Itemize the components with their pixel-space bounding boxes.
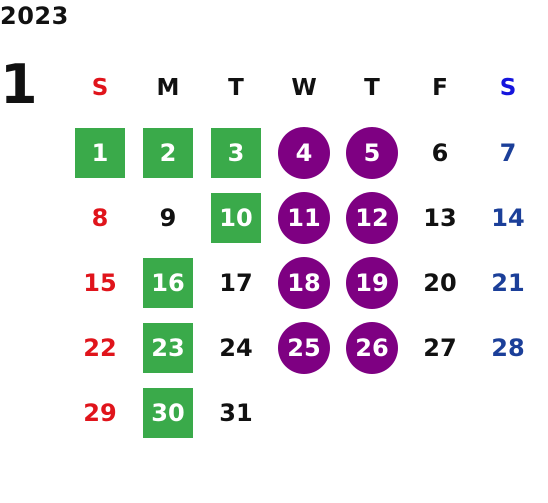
day-number: 1 <box>91 138 109 167</box>
day-number: 6 <box>431 138 449 167</box>
day-number: 24 <box>219 333 253 362</box>
day-cell <box>270 380 338 445</box>
day-number: 31 <box>219 398 253 427</box>
day-marker <box>143 127 193 178</box>
day-marker <box>143 387 193 438</box>
calendar-grid: S M T W T F S 1 2 3 4 5 6 7 8 9 10 11 12… <box>66 55 542 445</box>
day-cell <box>406 380 474 445</box>
weekday-header-tuesday: T <box>228 74 244 101</box>
day-cell[interactable]: 11 <box>270 185 338 250</box>
day-cell[interactable]: 22 <box>66 315 134 380</box>
day-cell[interactable]: 14 <box>474 185 542 250</box>
day-number: 15 <box>83 268 117 297</box>
day-cell[interactable]: 23 <box>134 315 202 380</box>
day-cell[interactable]: 31 <box>202 380 270 445</box>
day-marker <box>415 388 465 438</box>
day-number: 3 <box>227 138 245 167</box>
weekday-header-saturday: S <box>499 74 517 101</box>
day-number: 2 <box>159 138 177 167</box>
day-marker <box>211 127 261 178</box>
day-number: 30 <box>151 398 185 427</box>
day-number: 12 <box>355 203 389 232</box>
day-number: 29 <box>83 398 117 427</box>
day-cell <box>338 380 406 445</box>
day-number: 21 <box>491 268 525 297</box>
day-marker <box>143 257 193 308</box>
day-marker <box>278 321 330 374</box>
day-cell <box>474 380 542 445</box>
day-number: 13 <box>423 203 457 232</box>
day-number: 28 <box>491 333 525 362</box>
day-cell[interactable]: 20 <box>406 250 474 315</box>
day-number: 23 <box>151 333 185 362</box>
day-cell[interactable]: 24 <box>202 315 270 380</box>
day-cell[interactable]: 27 <box>406 315 474 380</box>
day-cell[interactable]: 29 <box>66 380 134 445</box>
day-cell[interactable]: 1 <box>66 120 134 185</box>
day-cell[interactable]: 19 <box>338 250 406 315</box>
weekday-header-friday: F <box>432 74 448 101</box>
day-number: 17 <box>219 268 253 297</box>
day-cell[interactable]: 15 <box>66 250 134 315</box>
weekday-header-sunday: S <box>91 74 109 101</box>
day-marker <box>279 388 329 438</box>
day-marker <box>278 191 330 244</box>
day-marker <box>346 256 398 309</box>
day-number: 5 <box>363 138 381 167</box>
weekday-header-monday: M <box>156 74 180 101</box>
day-number: 26 <box>355 333 389 362</box>
weekday-header-wednesday: W <box>291 74 317 101</box>
day-number: 20 <box>423 268 457 297</box>
day-cell[interactable]: 2 <box>134 120 202 185</box>
day-cell[interactable]: 13 <box>406 185 474 250</box>
day-number: 7 <box>499 138 517 167</box>
day-marker <box>211 192 261 243</box>
day-number: 9 <box>159 203 177 232</box>
day-cell[interactable]: 5 <box>338 120 406 185</box>
day-cell[interactable]: 7 <box>474 120 542 185</box>
day-number: 11 <box>287 203 321 232</box>
day-cell[interactable]: 17 <box>202 250 270 315</box>
day-cell[interactable]: 18 <box>270 250 338 315</box>
day-marker <box>143 322 193 373</box>
day-number: 4 <box>295 138 313 167</box>
day-cell[interactable]: 6 <box>406 120 474 185</box>
day-cell[interactable]: 9 <box>134 185 202 250</box>
day-number: 27 <box>423 333 457 362</box>
day-number: 14 <box>491 203 525 232</box>
day-marker <box>75 127 125 178</box>
calendar-month: 1 <box>0 53 38 116</box>
day-number: 18 <box>287 268 321 297</box>
day-cell[interactable]: 12 <box>338 185 406 250</box>
day-marker <box>278 126 330 179</box>
day-marker <box>346 126 398 179</box>
day-cell[interactable]: 4 <box>270 120 338 185</box>
day-cell[interactable]: 28 <box>474 315 542 380</box>
day-cell[interactable]: 26 <box>338 315 406 380</box>
day-cell[interactable]: 8 <box>66 185 134 250</box>
day-number: 16 <box>151 268 185 297</box>
day-number: 25 <box>287 333 321 362</box>
day-cell[interactable]: 10 <box>202 185 270 250</box>
day-number: 22 <box>83 333 117 362</box>
day-number: 10 <box>219 203 253 232</box>
day-marker <box>346 191 398 244</box>
day-marker <box>346 321 398 374</box>
day-marker <box>483 388 533 438</box>
calendar-year: 2023 <box>0 2 69 30</box>
day-number: 8 <box>91 203 109 232</box>
day-cell[interactable]: 21 <box>474 250 542 315</box>
day-cell[interactable]: 3 <box>202 120 270 185</box>
weekday-header-thursday: T <box>364 74 380 101</box>
day-marker <box>278 256 330 309</box>
day-number: 19 <box>355 268 389 297</box>
day-cell[interactable]: 30 <box>134 380 202 445</box>
day-marker <box>347 388 397 438</box>
day-cell[interactable]: 25 <box>270 315 338 380</box>
day-cell[interactable]: 16 <box>134 250 202 315</box>
